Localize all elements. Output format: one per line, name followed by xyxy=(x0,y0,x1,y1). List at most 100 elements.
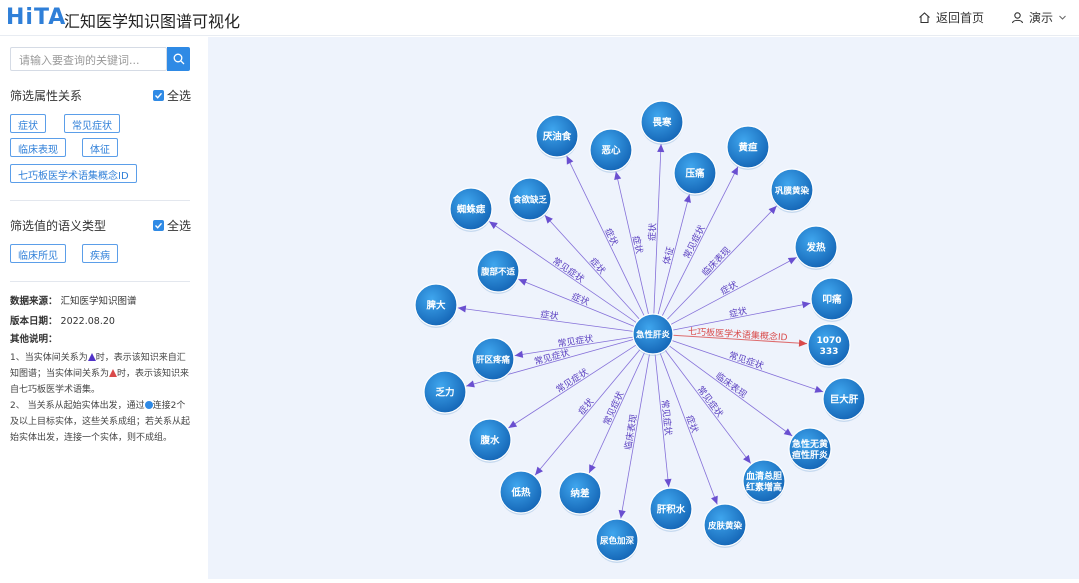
edge-label: 症状 xyxy=(718,278,740,297)
graph-node[interactable]: 压痛 xyxy=(673,151,717,196)
edge-label: 症状 xyxy=(570,290,591,308)
graph-edge[interactable] xyxy=(672,334,808,345)
edge-label: 症状 xyxy=(630,234,646,254)
semantic-select-all[interactable]: 全选 xyxy=(153,217,191,234)
node-label: 急性肝炎 xyxy=(636,330,671,341)
node-label: 1070 xyxy=(816,336,841,346)
graph-edge[interactable] xyxy=(488,221,637,324)
graph-node[interactable]: 纳差 xyxy=(558,471,602,516)
hita-logo[interactable]: HiTA xyxy=(6,5,67,30)
graph-edge[interactable] xyxy=(659,352,718,505)
edge-label: 体征 xyxy=(660,245,676,265)
node-label: 333 xyxy=(820,347,839,357)
graph-node[interactable]: 腹水 xyxy=(468,418,512,463)
graph-edge[interactable] xyxy=(653,143,662,315)
graph-node[interactable]: 叩痛 xyxy=(810,277,854,322)
node-label: 皮肤黄染 xyxy=(707,521,743,532)
graph-node[interactable]: 黄疸 xyxy=(726,125,770,170)
graph-edge[interactable] xyxy=(664,349,752,464)
graph-edge[interactable] xyxy=(514,336,634,356)
edge-label: 症状 xyxy=(646,223,659,242)
graph-edge[interactable] xyxy=(518,278,635,327)
graph-node[interactable]: 乏力 xyxy=(423,370,467,415)
graph-edge[interactable] xyxy=(666,205,778,320)
graph-edge[interactable] xyxy=(672,302,811,331)
graph-node[interactable]: 肝区疼痛 xyxy=(471,337,515,382)
graph-edge[interactable] xyxy=(534,349,641,476)
graph-edge[interactable] xyxy=(657,194,690,315)
graph-node[interactable]: 发热 xyxy=(794,225,838,270)
node-label: 低热 xyxy=(510,487,531,499)
graph-node[interactable]: 皮肤黄染 xyxy=(703,503,747,548)
search-button[interactable] xyxy=(167,47,190,71)
data-source: 数据来源： 汇知医学知识图谱 xyxy=(10,296,137,307)
graph-edge[interactable] xyxy=(671,340,824,393)
graph-node[interactable]: 畏寒 xyxy=(640,100,684,145)
center-node[interactable]: 急性肝炎 xyxy=(632,313,674,356)
knowledge-graph[interactable]: 症状常见症状临床表现症状症状七巧板医学术语集概念ID常见症状临床表现常见症状症状… xyxy=(208,37,1079,579)
graph-node[interactable]: 低热 xyxy=(499,470,543,515)
graph-edge[interactable] xyxy=(661,166,739,317)
user-menu[interactable]: 演示 xyxy=(1011,9,1067,26)
node-label: 腹部不适 xyxy=(480,267,516,278)
search-input[interactable]: 请输入要查询的关键词... xyxy=(10,47,167,71)
graph-node[interactable]: 巨大肝 xyxy=(822,377,866,422)
graph-edge[interactable] xyxy=(544,214,640,320)
edge-arrow xyxy=(664,478,672,488)
edge-arrow xyxy=(614,171,622,181)
graph-edge[interactable] xyxy=(620,353,650,519)
user-icon xyxy=(1011,12,1024,24)
app-title: 汇知医学知识图谱可视化 xyxy=(64,12,241,31)
graph-edge[interactable] xyxy=(654,353,670,488)
graph-node[interactable]: 蜘蛛痣 xyxy=(449,187,493,232)
home-icon xyxy=(919,12,930,24)
graph-edge[interactable] xyxy=(457,307,634,332)
edge-arrow xyxy=(518,278,528,286)
node-label: 恶心 xyxy=(601,146,621,157)
tag-relation-3[interactable]: 临床表现 xyxy=(10,138,66,157)
node-label: 尿色加深 xyxy=(600,536,635,547)
graph-node[interactable]: 巩膜黄染 xyxy=(770,168,814,213)
graph-node[interactable]: 厌油食 xyxy=(535,114,579,159)
graph-node[interactable]: 尿色加深 xyxy=(595,518,639,563)
chevron-down-icon xyxy=(1059,15,1066,20)
user-name: 演示 xyxy=(1029,11,1054,25)
edge-arrow xyxy=(683,194,691,203)
graph-edge[interactable] xyxy=(670,257,797,325)
node-label: 红素增高 xyxy=(746,481,782,493)
edge-arrow xyxy=(801,301,811,309)
select-all-label: 全选 xyxy=(167,89,192,103)
semantic-filter-title: 筛选值的语义类型 xyxy=(10,219,107,233)
tag-relation-1[interactable]: 症状 xyxy=(10,114,46,133)
node-label: 厌油食 xyxy=(543,131,572,143)
notes: 1、当实体间关系为时，表示该知识来自汇知图谱；当实体间关系为时，表示该知识来自七… xyxy=(10,353,191,443)
graph-node[interactable]: 肝积水 xyxy=(649,487,693,532)
tag-relation-2[interactable]: 常见症状 xyxy=(64,114,120,133)
tag-semantic-1[interactable]: 临床所见 xyxy=(10,244,66,263)
checkbox-checked-icon[interactable] xyxy=(153,220,164,231)
edge-label: 常见症状 xyxy=(681,223,708,261)
node-label: 纳差 xyxy=(570,488,590,500)
graph-node[interactable]: 食欲缺乏 xyxy=(508,177,552,222)
home-link[interactable]: 返回首页 xyxy=(918,9,984,26)
node-label: 疸性肝炎 xyxy=(792,449,828,461)
node-label: 血清总胆 xyxy=(746,470,782,482)
graph-node[interactable]: 脾大 xyxy=(414,283,458,328)
tag-relation-5[interactable]: 七巧板医学术语集概念ID xyxy=(10,164,137,183)
relation-select-all[interactable]: 全选 xyxy=(153,87,191,104)
checkbox-checked-icon[interactable] xyxy=(153,90,164,101)
tag-semantic-2[interactable]: 疾病 xyxy=(82,244,118,263)
graph-edge[interactable] xyxy=(668,345,793,437)
node-label: 畏寒 xyxy=(652,117,672,129)
graph-edge[interactable] xyxy=(588,352,646,474)
graph-node[interactable]: 恶心 xyxy=(589,128,633,173)
graph-edge[interactable] xyxy=(615,171,649,315)
graph-edge[interactable] xyxy=(508,344,637,429)
graph-edge[interactable] xyxy=(566,155,645,317)
tag-relation-4[interactable]: 体征 xyxy=(82,138,118,157)
graph-node[interactable]: 腹部不适 xyxy=(476,249,520,294)
